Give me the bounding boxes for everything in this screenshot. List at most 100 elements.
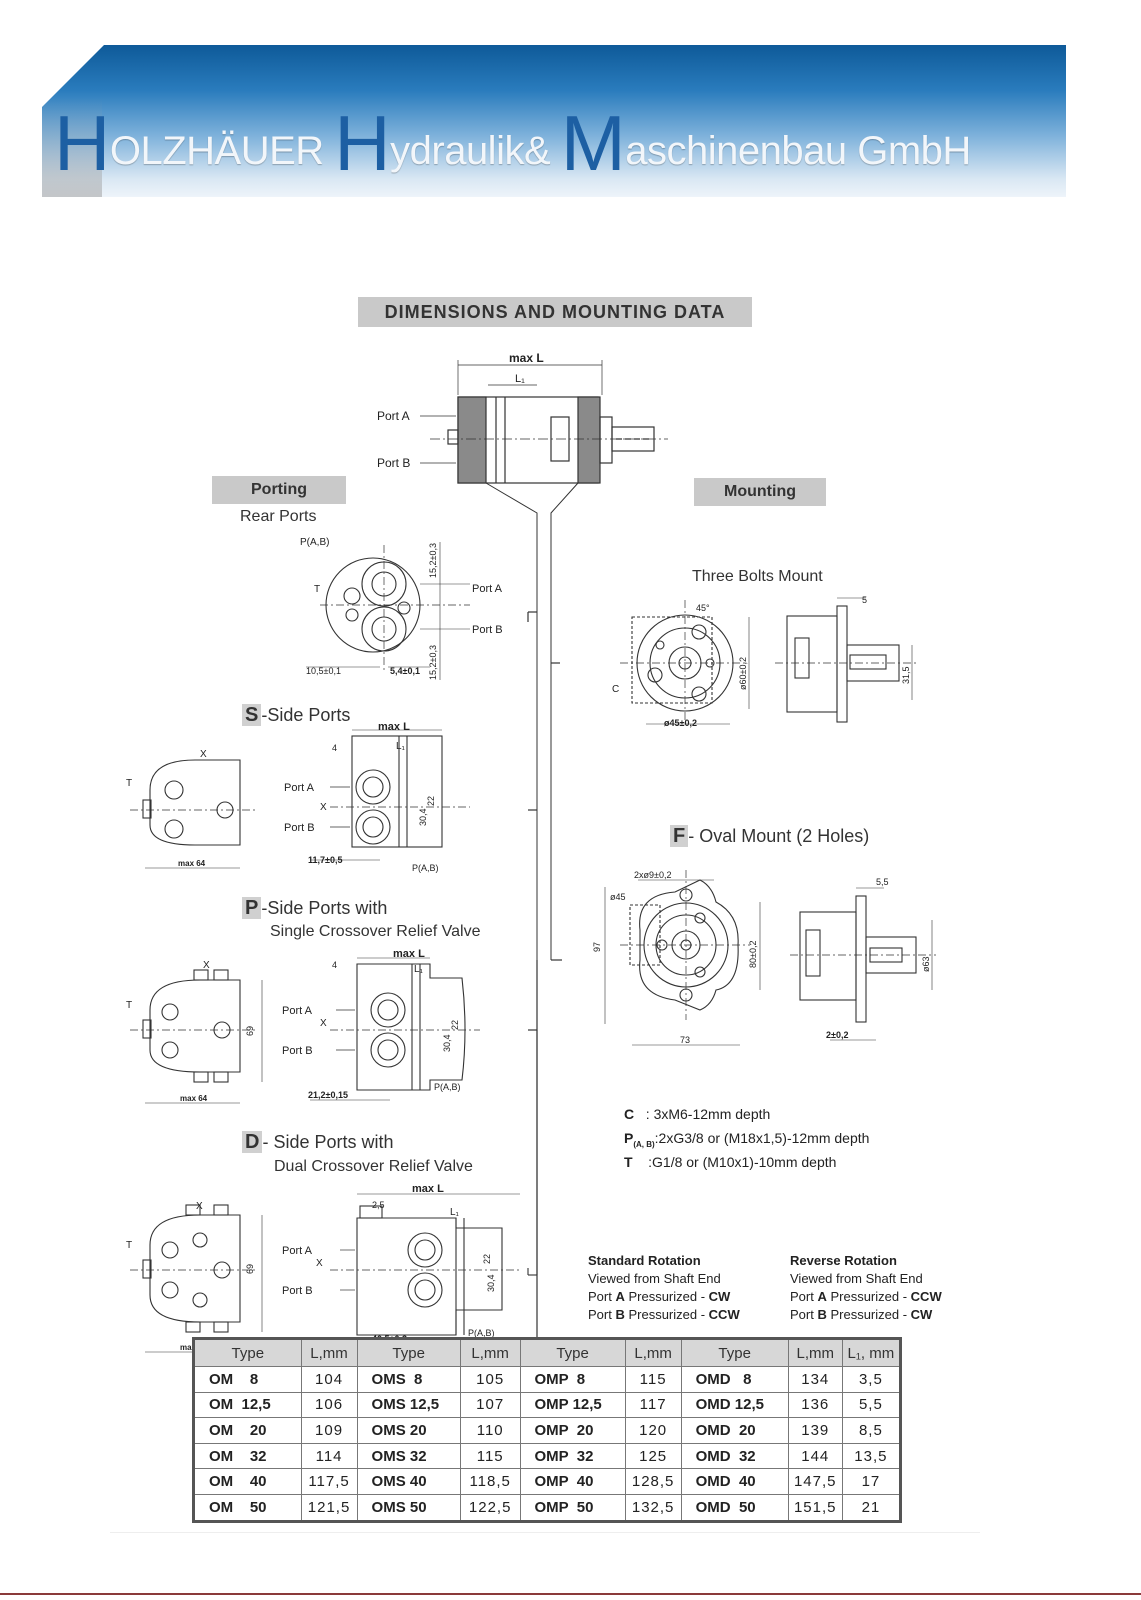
- cell-value: 105: [459, 1366, 521, 1393]
- s-t: T: [126, 778, 132, 789]
- om-2x9: 2xø9±0,2: [634, 870, 671, 880]
- d-dim-22: 22: [482, 1254, 492, 1264]
- p-port-a: Port A: [282, 1005, 313, 1017]
- mounting-label: Mounting: [694, 478, 826, 506]
- cell-value: 106: [300, 1391, 358, 1419]
- rev-rotation-title: Reverse Rotation: [790, 1253, 897, 1268]
- p-pab: P(A,B): [434, 1082, 461, 1092]
- cell-type: OMD 40: [680, 1468, 789, 1495]
- tb-dim-31-5: 31,5: [901, 666, 911, 684]
- cell-value: 107: [459, 1391, 521, 1419]
- col-l1: L₁, mm: [841, 1338, 902, 1367]
- cell-value: 118,5: [459, 1468, 521, 1495]
- cell-type: OMD 8: [680, 1366, 789, 1393]
- company-name: HOLZHÄUER Hydraulik& Maschinenbau GmbH: [54, 98, 971, 189]
- col-l: L,mm: [787, 1338, 843, 1367]
- brand-word-2: ydraulik: [390, 129, 524, 173]
- col-type: Type: [680, 1338, 789, 1367]
- three-bolts-label: Three Bolts Mount: [692, 568, 823, 585]
- rear-pab: P(A,B): [300, 537, 329, 548]
- tb-phi45: ø45±0,2: [664, 718, 697, 728]
- p-max64: max 64: [180, 1094, 208, 1103]
- p-subtitle: Single Crossover Relief Valve: [270, 923, 481, 940]
- f-letter: F: [670, 825, 689, 847]
- brand-initial-h2: H: [334, 99, 391, 187]
- rear-t: T: [314, 584, 320, 595]
- note-c-value: : 3xM6-12mm depth: [645, 1106, 771, 1122]
- tb-c: C: [612, 684, 619, 695]
- brand-word-1: OLZHÄUER: [109, 129, 324, 173]
- s-port-b: Port B: [284, 822, 315, 834]
- s-max64: max 64: [178, 859, 206, 868]
- std-rotation-line1: Viewed from Shaft End: [588, 1271, 721, 1286]
- rear-port-b: Port B: [472, 624, 503, 636]
- cell-value: 17: [841, 1468, 902, 1495]
- cell-type: OMP 50: [519, 1493, 626, 1522]
- cell-value: 121,5: [300, 1493, 358, 1522]
- cell-value: 125: [624, 1442, 682, 1470]
- p-dim-4: 4: [332, 960, 337, 970]
- rear-ports-label: Rear Ports: [240, 508, 317, 525]
- header-banner: [42, 45, 1066, 197]
- d-pab: P(A,B): [468, 1328, 495, 1338]
- om-phi63: ø63: [921, 956, 931, 972]
- cell-type: OMS 50: [356, 1493, 461, 1522]
- cell-type: OMS 32: [356, 1442, 461, 1470]
- p-x2: X: [320, 1018, 327, 1029]
- s-max-l: max L: [378, 721, 410, 733]
- cell-value: 120: [624, 1417, 682, 1444]
- table-header-row: Type L,mm Type L,mm Type L,mm Type L,mm …: [193, 1338, 902, 1367]
- rev-rotation-line1: Viewed from Shaft End: [790, 1271, 923, 1286]
- col-type: Type: [356, 1338, 461, 1367]
- cell-value: 134: [787, 1366, 843, 1393]
- cell-type: OMS 20: [356, 1417, 461, 1444]
- d-dim-30-4: 30,4: [486, 1274, 496, 1292]
- cell-type: OM 20: [193, 1417, 302, 1444]
- s-dim-22: 22: [426, 796, 436, 806]
- brand-initial-h: H: [54, 99, 110, 187]
- cell-value: 136: [787, 1391, 843, 1419]
- banner-fold-corner: [42, 45, 104, 107]
- page-title: DIMENSIONS AND MOUNTING DATA: [358, 297, 752, 327]
- note-p: P(A, B):2xG3/8 or (M18x1,5)-12mm depth: [624, 1130, 869, 1149]
- rear-dim-15-2-b: 15,2±0,3: [428, 645, 438, 680]
- cell-value: 147,5: [787, 1468, 843, 1495]
- std-rotation-line3: Port B Pressurized - CCW: [588, 1307, 740, 1322]
- note-c: C : 3xM6-12mm depth: [624, 1106, 770, 1122]
- d-x2: X: [316, 1258, 323, 1269]
- note-c-key: C: [624, 1106, 635, 1122]
- cell-value: 3,5: [841, 1366, 902, 1393]
- rear-dim-10-5: 10,5±0,1: [306, 666, 341, 676]
- cell-value: 104: [300, 1366, 358, 1393]
- s-text: -Side Ports: [261, 705, 351, 725]
- d-x: X: [196, 1201, 203, 1212]
- motor-spec-table: Type L,mm Type L,mm Type L,mm Type L,mm …: [192, 1337, 902, 1523]
- s-dim-4: 4: [332, 743, 337, 753]
- cell-type: OMD 20: [680, 1417, 789, 1444]
- p-text: -Side Ports with: [261, 898, 388, 918]
- porting-label: Porting: [212, 476, 346, 504]
- rear-ports-diagram: [306, 542, 470, 680]
- col-l: L,mm: [624, 1338, 682, 1367]
- tb-phi60: ø60±0,2: [738, 657, 748, 690]
- col-l: L,mm: [300, 1338, 358, 1367]
- cell-value: 115: [459, 1442, 521, 1470]
- s-x: X: [200, 749, 207, 760]
- footer-rule: [0, 1593, 1141, 1595]
- s-l1: L₁: [396, 741, 406, 752]
- d-letter: D: [242, 1131, 263, 1153]
- cell-value: 115: [624, 1366, 682, 1393]
- d-text: - Side Ports with: [262, 1132, 394, 1152]
- om-73: 73: [680, 1035, 690, 1045]
- cell-value: 117: [624, 1391, 682, 1419]
- cell-type: OMS 12,5: [356, 1391, 461, 1419]
- p-dim-69: 69: [245, 1026, 255, 1036]
- d-port-a: Port A: [282, 1245, 313, 1257]
- d-dim-2-5: 2,5: [372, 1200, 385, 1210]
- cell-value: 151,5: [787, 1493, 843, 1522]
- note-p-sub: (A, B): [633, 1139, 655, 1149]
